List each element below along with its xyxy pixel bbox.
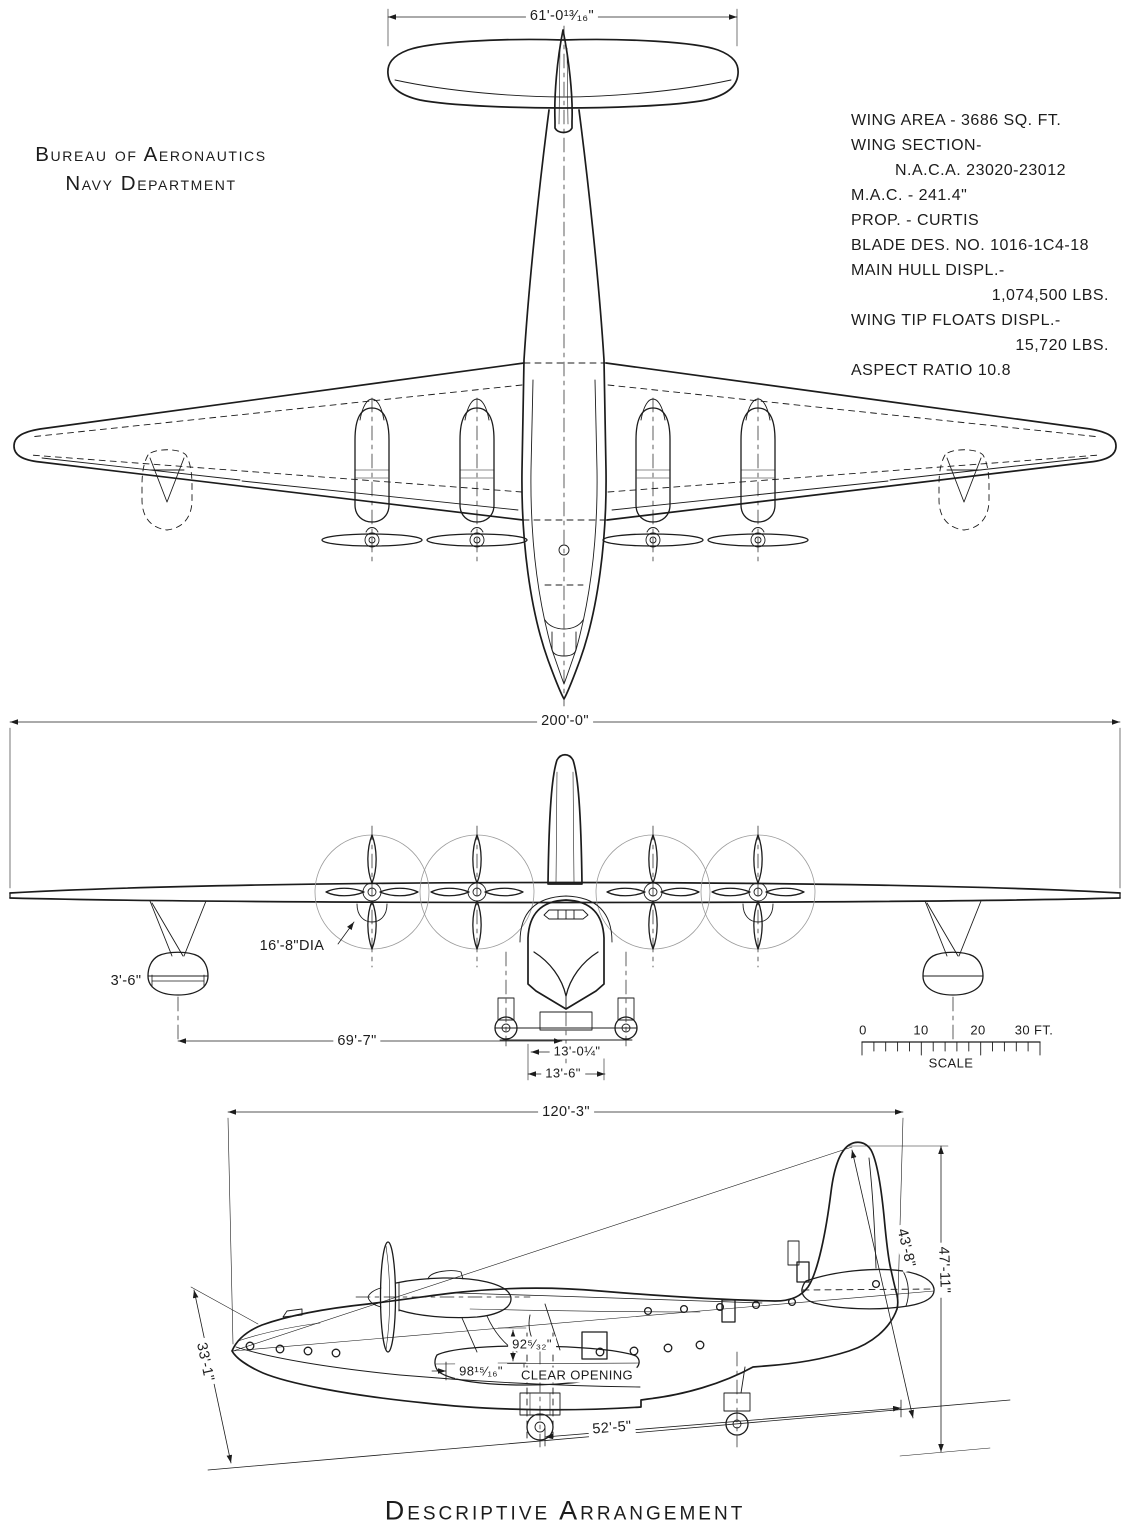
tip-float-front-right (922, 900, 984, 1045)
dim-opening-width: 98¹⁵⁄₁₆" (455, 1363, 507, 1379)
front-view-drawing (9, 719, 1121, 1081)
scale-tick-10: 10 (913, 1022, 929, 1038)
hull-front (519, 895, 613, 1010)
top-view-drawing (13, 8, 1117, 707)
scale-bar (861, 1041, 1041, 1056)
spec-line: WING TIP FLOATS DISPL.- (851, 312, 1061, 329)
engine-nacelles-plan (321, 397, 809, 566)
dim-tail-span: 61'-0¹³⁄₁₆" (525, 8, 599, 24)
spec-line: MAIN HULL DISPL.- (851, 262, 1005, 279)
spec-line: N.A.C.A. 23020-23012 (895, 162, 1066, 179)
dim-opening-height: 92⁵⁄₃₂" (508, 1336, 556, 1352)
engine-side (355, 1241, 531, 1353)
header-line2: Navy Department (65, 172, 237, 195)
header-line1: Bureau of Aeronautics (35, 143, 267, 166)
tip-float-front-left (147, 900, 209, 1045)
spec-line: ASPECT RATIO 10.8 (851, 362, 1011, 379)
propellers-front (314, 825, 816, 968)
drawing-header: Bureau of Aeronautics Navy Department (20, 140, 282, 198)
spec-line: PROP. - CURTIS (851, 212, 980, 229)
dim-prop-diameter: 16'-8"DIA (259, 938, 325, 954)
side-view-drawing (190, 1109, 1011, 1471)
tip-float-plan-left (141, 449, 193, 531)
spec-line: M.A.C. - 241.4" (851, 187, 968, 204)
spec-line: BLADE DES. NO. 1016-1C4-18 (851, 237, 1089, 254)
scale-tick-20: 20 (970, 1022, 986, 1038)
label-clear-opening: CLEAR OPENING (516, 1367, 638, 1383)
spec-line: WING SECTION- (851, 137, 982, 154)
spec-line: 1,074,500 LBS. (991, 287, 1109, 304)
dim-float-to-centerline: 69'-7" (333, 1033, 381, 1049)
drawing-title: Descriptive Arrangement (384, 1495, 746, 1526)
scale-label: SCALE (928, 1055, 974, 1071)
dim-hull-beam: 13'-0¼" (549, 1043, 605, 1059)
dim-float-beam: 3'-6" (110, 973, 142, 989)
dim-wingspan: 200'-0" (537, 713, 593, 729)
spec-line: 15,720 LBS. (1015, 337, 1109, 354)
scale-tick-0: 0 (859, 1022, 867, 1038)
specs-block: WING AREA - 3686 SQ. FT. WING SECTION- N… (851, 108, 1109, 383)
dim-overall-length: 120'-3" (538, 1104, 594, 1120)
tip-float-plan-right (938, 449, 990, 531)
spec-line: WING AREA - 3686 SQ. FT. (851, 112, 1062, 129)
dim-hull-beam-overall: 13'-6" (541, 1065, 585, 1081)
dim-height-overall: 47'-11" (935, 1242, 953, 1298)
scale-tick-30: 30 FT. (1014, 1022, 1054, 1038)
